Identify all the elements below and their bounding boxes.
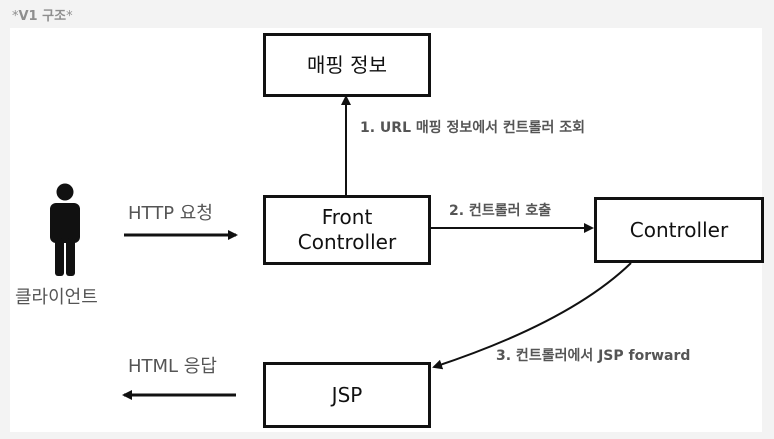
front-controller-label-line2: Controller [297,230,397,254]
jsp-box: JSP [263,362,431,428]
step3-label: 3. 컨트롤러에서 JSP forward [496,348,691,364]
client-label: 클라이언트 [15,287,98,308]
caption-title: V1 구조 [18,9,67,24]
step2-label: 2. 컨트롤러 호출 [449,203,552,219]
http-request-label: HTTP 요청 [128,203,213,224]
jsp-label: JSP [331,382,363,407]
html-response-label: HTML 응답 [128,356,217,377]
forward-arrow [432,262,632,370]
front-controller-box: Front Controller [263,195,431,265]
caption-star-right: * [66,9,73,24]
mapping-info-label: 매핑 정보 [307,52,387,77]
person-icon [50,183,80,276]
front-controller-label-line1: Front [321,205,373,229]
controller-label: Controller [629,217,729,242]
step1-label: 1. URL 매핑 정보에서 컨트롤러 조회 [360,120,586,136]
caption-star-left: * [12,9,19,24]
mapping-info-box: 매핑 정보 [263,33,431,97]
controller-box: Controller [594,197,764,263]
diagram-caption: *V1 구조* [12,5,73,24]
